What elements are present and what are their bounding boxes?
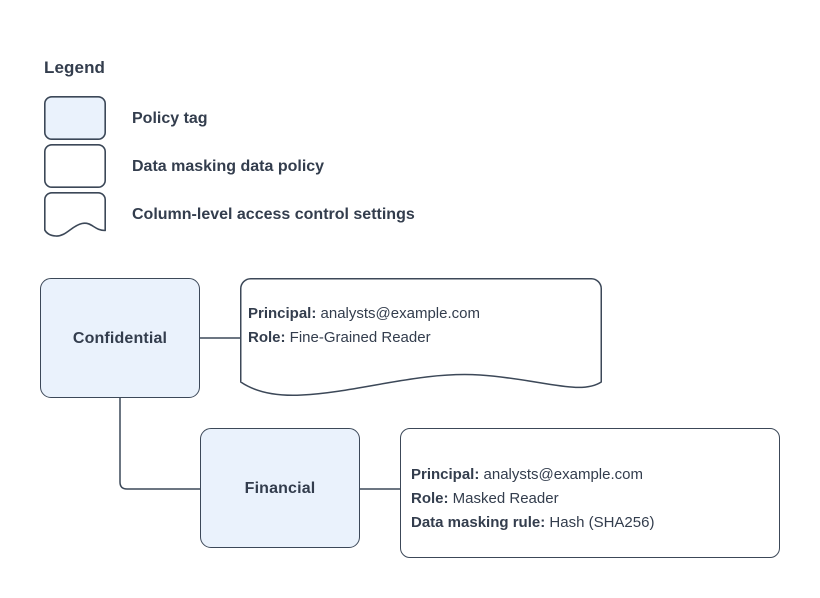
legend-item-label: Policy tag: [132, 109, 208, 127]
node-financial[interactable]: Financial: [200, 428, 360, 548]
callout-financial-policy[interactable]: Principal: analysts@example.com Role: Ma…: [400, 428, 780, 558]
legend-item-label: Data masking data policy: [132, 157, 325, 175]
callout-body: Principal: analysts@example.com Role: Ma…: [411, 463, 654, 535]
legend-item-data-masking-policy: Data masking data policy: [44, 142, 324, 190]
callout-line-value: analysts@example.com: [483, 466, 643, 483]
callout-line-label: Principal:: [248, 305, 317, 322]
wavy-bottom-document-icon: [44, 192, 106, 237]
callout-line: Data masking rule: Hash (SHA256): [411, 511, 654, 535]
callout-line: Principal: analysts@example.com: [411, 463, 654, 487]
callout-line-value: Hash (SHA256): [549, 514, 655, 531]
callout-line-label: Principal:: [411, 466, 480, 483]
legend-item-label: Column-level access control settings: [132, 205, 415, 223]
legend-item-column-access-settings: Column-level access control settings: [44, 190, 415, 238]
callout-line-label: Role:: [248, 329, 286, 346]
callout-line: Role: Fine-Grained Reader: [248, 326, 480, 350]
filled-rounded-rect-icon: [44, 96, 107, 141]
legend-item-policy-tag: Policy tag: [44, 94, 208, 142]
callout-confidential-settings[interactable]: Principal: analysts@example.com Role: Fi…: [240, 277, 602, 402]
legend-title: Legend: [44, 58, 106, 77]
node-label: Confidential: [72, 329, 168, 347]
callout-line-value: analysts@example.com: [320, 305, 480, 322]
callout-line-label: Role:: [411, 490, 449, 507]
callout-line: Principal: analysts@example.com: [248, 302, 480, 326]
white-rounded-rect-icon: [44, 144, 107, 189]
callout-line-value: Fine-Grained Reader: [289, 329, 431, 346]
callout-line-label: Data masking rule:: [411, 514, 546, 531]
legend: Legend Policy tag Data masking data poli…: [44, 58, 644, 237]
callout-line-value: Masked Reader: [452, 490, 559, 507]
connector-confidential-to-financial: [119, 398, 200, 490]
node-confidential[interactable]: Confidential: [40, 278, 200, 398]
node-label: Financial: [244, 479, 316, 497]
callout-line: Role: Masked Reader: [411, 487, 654, 511]
callout-body: Principal: analysts@example.com Role: Fi…: [248, 302, 480, 350]
